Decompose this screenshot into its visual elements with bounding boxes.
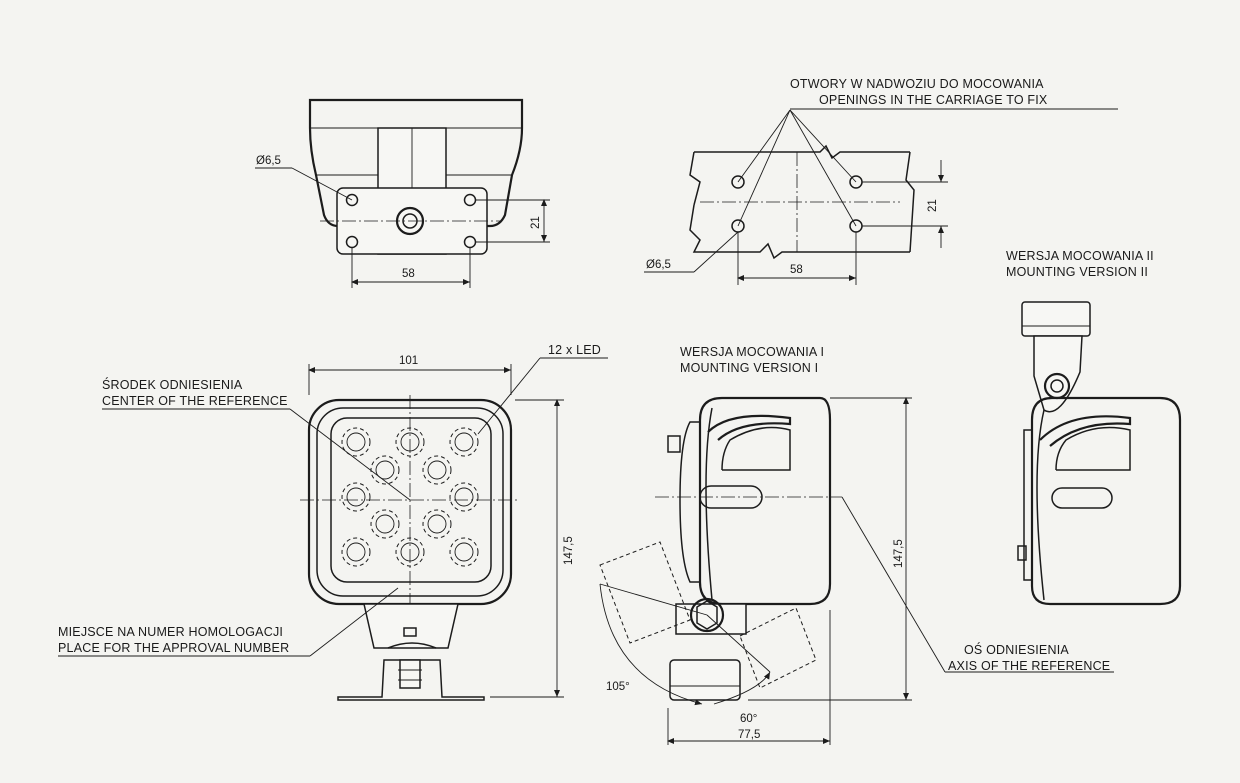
openings-view (644, 108, 1118, 285)
led-lens-4 (375, 460, 395, 480)
top-hole-vertical: 21 (530, 216, 542, 229)
mount1-label-en: MOUNTING VERSION I (680, 361, 818, 375)
led-4 (370, 455, 400, 485)
top-hole-spacing: 58 (402, 268, 415, 280)
led-lens-6 (346, 487, 366, 507)
led-11 (395, 537, 425, 567)
led-count-label: 12 x LED (548, 343, 601, 357)
openings-hole-vertical: 21 (927, 199, 939, 212)
side-view-mounting-2 (1017, 301, 1182, 606)
led-7 (449, 482, 479, 512)
center-label-pl: ŚRODEK ODNIESIENIA (102, 377, 243, 392)
front-height: 147,5 (563, 536, 575, 565)
side-view-mounting-1 (599, 396, 1114, 745)
top-hole-diameter: Ø6,5 (256, 155, 281, 167)
axis-label-en: AXIS OF THE REFERENCE (948, 659, 1110, 673)
center-label-en: CENTER OF THE REFERENCE (102, 394, 288, 408)
led-8 (370, 509, 400, 539)
side-height: 147,5 (893, 539, 905, 568)
mount2-label-pl: WERSJA MOCOWANIA II (1006, 249, 1154, 263)
led-lens-1 (346, 432, 366, 452)
led-lens-3 (454, 432, 474, 452)
led-2 (395, 427, 425, 457)
front-view (58, 357, 608, 701)
axis-label-pl: OŚ ODNIESIENIA (964, 642, 1069, 657)
approval-label-pl: MIEJSCE NA NUMER HOMOLOGACJI (58, 625, 283, 639)
led-3 (449, 427, 479, 457)
openings-label-en: OPENINGS IN THE CARRIAGE TO FIX (819, 93, 1048, 107)
mount1-label-pl: WERSJA MOCOWANIA I (680, 345, 824, 359)
led-5 (422, 455, 452, 485)
led-lens-8 (375, 514, 395, 534)
openings-hole-diameter: Ø6,5 (646, 259, 671, 271)
led-lens-12 (454, 542, 474, 562)
side-depth: 77,5 (738, 729, 760, 741)
top-view (255, 98, 550, 288)
led-lens-9 (427, 514, 447, 534)
led-12 (449, 537, 479, 567)
front-width: 101 (399, 355, 418, 367)
led-1 (341, 427, 371, 457)
led-lens-5 (427, 460, 447, 480)
approval-label-en: PLACE FOR THE APPROVAL NUMBER (58, 641, 289, 655)
led-10 (341, 537, 371, 567)
led-lens-11 (400, 542, 420, 562)
led-lens-2 (400, 432, 420, 452)
openings-hole-spacing: 58 (790, 264, 803, 276)
openings-label-pl: OTWORY W NADWOZIU DO MOCOWANIA (790, 77, 1044, 91)
mount2-label-en: MOUNTING VERSION II (1006, 265, 1148, 279)
led-9 (422, 509, 452, 539)
angle-front: 60° (740, 713, 757, 725)
led-6 (341, 482, 371, 512)
led-lens-10 (346, 542, 366, 562)
angle-back: 105° (606, 681, 630, 693)
led-lens-7 (454, 487, 474, 507)
